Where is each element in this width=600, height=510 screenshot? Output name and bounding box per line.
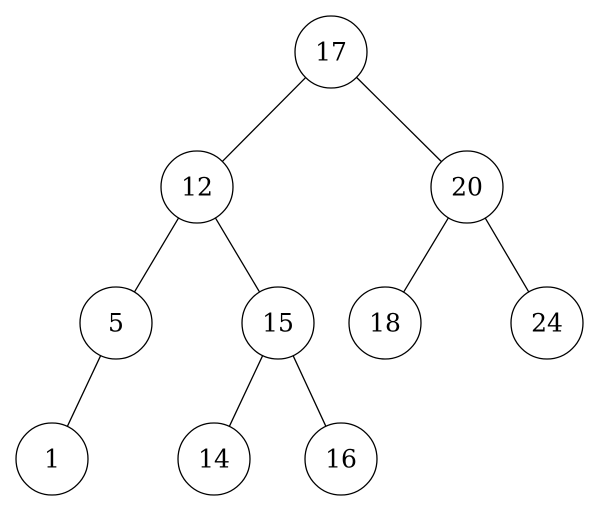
tree-edge (292, 355, 327, 427)
node-circle (304, 422, 378, 496)
tree-node: 20 (430, 150, 504, 224)
tree-node: 15 (241, 286, 315, 360)
node-circle (241, 286, 315, 360)
tree-edge (133, 217, 180, 293)
tree-node: 1 (15, 422, 89, 496)
node-label: 1 (44, 445, 60, 474)
tree-edge (221, 77, 307, 162)
node-label: 18 (369, 309, 401, 338)
node-label: 15 (262, 309, 294, 338)
tree-edge (228, 355, 264, 427)
node-label: 5 (108, 309, 124, 338)
tree-node: 24 (510, 286, 584, 360)
node-circle (430, 150, 504, 224)
tree-edge (484, 217, 530, 293)
tree-edge (214, 217, 261, 293)
node-circle (15, 422, 89, 496)
node-circle (79, 286, 153, 360)
node-label: 14 (198, 445, 230, 474)
node-label: 24 (531, 309, 563, 338)
node-circle (160, 150, 234, 224)
tree-node: 16 (304, 422, 378, 496)
tree-node: 12 (160, 150, 234, 224)
node-label: 16 (325, 445, 357, 474)
node-circle (510, 286, 584, 360)
tree-edge (66, 355, 102, 427)
tree-node: 14 (177, 422, 251, 496)
node-label: 12 (181, 173, 213, 202)
tree-node: 17 (294, 15, 368, 89)
node-circle (294, 15, 368, 89)
node-label: 17 (315, 38, 347, 67)
tree-edge (356, 76, 442, 163)
tree-edges (66, 76, 530, 427)
tree-node: 18 (348, 286, 422, 360)
node-circle (348, 286, 422, 360)
node-circle (177, 422, 251, 496)
tree-nodes: 17 12 20 5 15 18 24 1 14 16 (15, 15, 584, 496)
node-label: 20 (451, 173, 483, 202)
tree-edge (403, 217, 449, 293)
tree-node: 5 (79, 286, 153, 360)
